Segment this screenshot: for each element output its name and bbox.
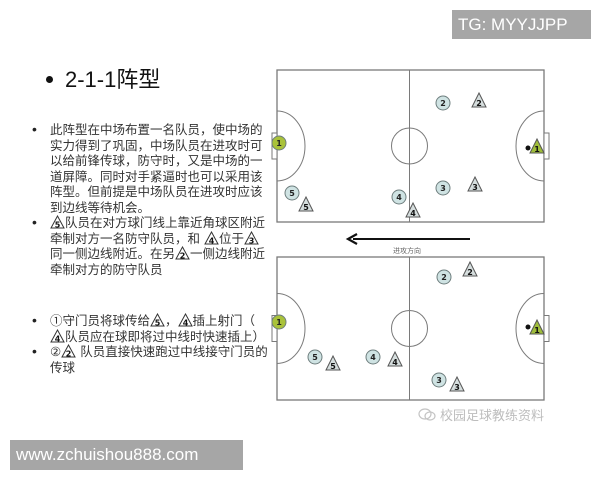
bullet-marker: • [32, 214, 37, 230]
svg-text:1: 1 [276, 139, 282, 148]
bullet-marker: • [32, 312, 37, 328]
svg-text:5: 5 [330, 362, 336, 371]
player-circle-4: 4 [365, 349, 381, 365]
svg-text:1: 1 [534, 145, 540, 154]
svg-text:3: 3 [472, 183, 478, 192]
player-triangle-2: 2 [471, 91, 487, 108]
player-triangle-icon: 4 [177, 313, 193, 328]
player-circle-5: 5 [307, 349, 323, 365]
player-circle-3: 3 [435, 180, 451, 196]
player-circle-2: 2 [436, 269, 452, 285]
attack-direction-caption: 进攻方向 [393, 247, 421, 255]
svg-text:3: 3 [440, 184, 446, 193]
player-triangle-4: 4 [405, 201, 421, 218]
bullet-marker: • [32, 343, 37, 359]
player-circle-4: 4 [391, 189, 407, 205]
player-triangle-icon: 5 [50, 215, 65, 229]
source-text: 校园足球教练资料 [440, 409, 545, 424]
player-triangle-icon: 2 [61, 344, 77, 359]
svg-text:4: 4 [209, 236, 215, 245]
svg-text:2: 2 [66, 350, 72, 359]
svg-text:5: 5 [155, 319, 161, 328]
svg-text:5: 5 [303, 203, 309, 212]
player-triangle-icon: 3 [244, 230, 259, 245]
pitch-before [271, 69, 550, 223]
slide-title: 2-1-1阵型 [46, 62, 160, 94]
svg-text:5: 5 [289, 189, 295, 198]
bullet-list: • 此阵型在中场布置一名队员，使中场的实力得到了巩固，中场队员在进攻时可以给前锋传… [30, 122, 270, 375]
ball-icon [525, 145, 531, 151]
svg-text:2: 2 [180, 252, 186, 261]
player-circle-1: 1 [271, 135, 287, 151]
player-triangle-5: 5 [325, 354, 341, 371]
player-triangle-3: 3 [449, 375, 465, 392]
svg-text:3: 3 [454, 383, 460, 392]
ball-icon [525, 324, 531, 330]
bullet-item: • 此阵型在中场布置一名队员，使中场的实力得到了巩固，中场队员在进攻时可以给前锋传… [30, 122, 270, 215]
svg-text:4: 4 [392, 358, 398, 367]
player-triangle-1: 1 [529, 137, 545, 154]
svg-text:5: 5 [55, 221, 61, 230]
player-circle-5: 5 [284, 185, 300, 201]
svg-text:2: 2 [441, 273, 447, 282]
bullet-dot [46, 75, 53, 83]
svg-text:1: 1 [534, 326, 540, 335]
watermark-url: www.zchuishou888.com [10, 440, 243, 470]
player-triangle-5: 5 [298, 195, 314, 212]
attack-direction-arrow [345, 230, 475, 249]
source-label: 校园足球教练资料 [418, 405, 544, 424]
svg-text:5: 5 [312, 353, 318, 362]
player-triangle-2: 2 [462, 260, 478, 277]
player-triangle-icon: 5 [150, 313, 165, 327]
player-circle-3: 3 [431, 372, 447, 388]
svg-text:4: 4 [370, 353, 376, 362]
player-triangle-3: 3 [467, 175, 483, 192]
svg-text:3: 3 [249, 236, 255, 245]
player-circle-2: 2 [435, 95, 451, 111]
svg-text:3: 3 [436, 376, 442, 385]
bullet-text: 此阵型在中场布置一名队员，使中场的实力得到了巩固，中场队员在进攻时可以给前锋传球… [50, 122, 263, 215]
svg-text:4: 4 [396, 193, 402, 202]
player-triangle-icon: 4 [204, 230, 219, 245]
svg-text:2: 2 [440, 99, 446, 108]
player-triangle-icon: 4 [50, 328, 65, 343]
player-triangle-icon: 2 [175, 246, 190, 260]
player-circle-1: 1 [271, 314, 287, 330]
watermark-telegram: TG: MYYJJPP [452, 10, 591, 39]
pitch-after [271, 256, 550, 401]
bullet-marker: • [32, 121, 37, 137]
svg-text:1: 1 [276, 318, 282, 327]
svg-text:4: 4 [55, 334, 61, 343]
svg-text:2: 2 [467, 268, 473, 277]
title-text: 2-1-1阵型 [65, 67, 161, 92]
player-triangle-1: 1 [529, 318, 545, 335]
wechat-icon [418, 408, 436, 421]
player-triangle-4: 4 [387, 350, 403, 367]
svg-text:4: 4 [182, 319, 188, 328]
svg-text:2: 2 [476, 99, 482, 108]
svg-text:4: 4 [410, 209, 416, 218]
